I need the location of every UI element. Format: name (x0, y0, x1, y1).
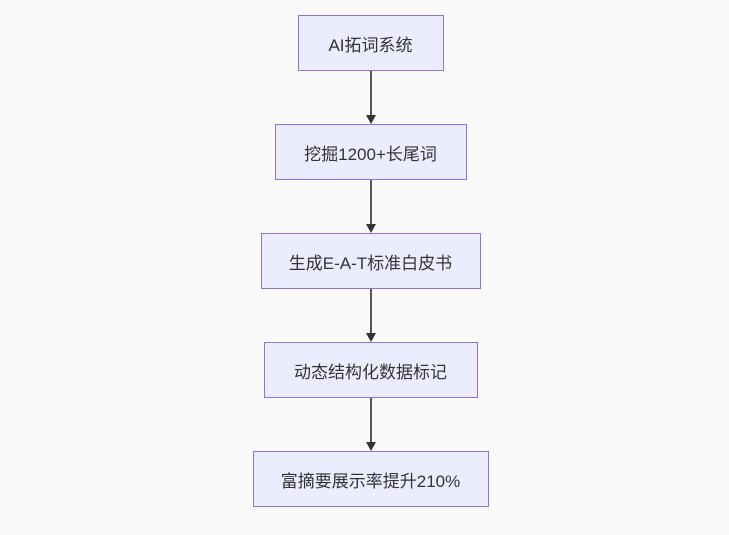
arrow-line (369, 289, 372, 333)
flowchart-column: AI拓词系统 挖掘1200+长尾词 生成E-A-T标准白皮书 动态结构化数据标记… (0, 15, 729, 507)
arrow-down-icon (365, 398, 376, 451)
arrowhead-icon (365, 224, 376, 233)
arrow-line (369, 398, 372, 442)
flowchart-node-rich-snippet-rate: 富摘要展示率提升210% (252, 451, 489, 507)
arrowhead-icon (365, 333, 376, 342)
arrow-line (369, 71, 372, 115)
flowchart-node-ai-system: AI拓词系统 (297, 15, 444, 71)
arrowhead-icon (365, 115, 376, 124)
arrow-line (369, 180, 372, 224)
arrow-down-icon (365, 289, 376, 342)
flowchart-node-eat-whitepaper: 生成E-A-T标准白皮书 (260, 233, 481, 289)
arrowhead-icon (365, 442, 376, 451)
arrow-down-icon (365, 180, 376, 233)
flowchart-node-longtail-keywords: 挖掘1200+长尾词 (274, 124, 467, 180)
flowchart-node-structured-data: 动态结构化数据标记 (263, 342, 478, 398)
arrow-down-icon (365, 71, 376, 124)
